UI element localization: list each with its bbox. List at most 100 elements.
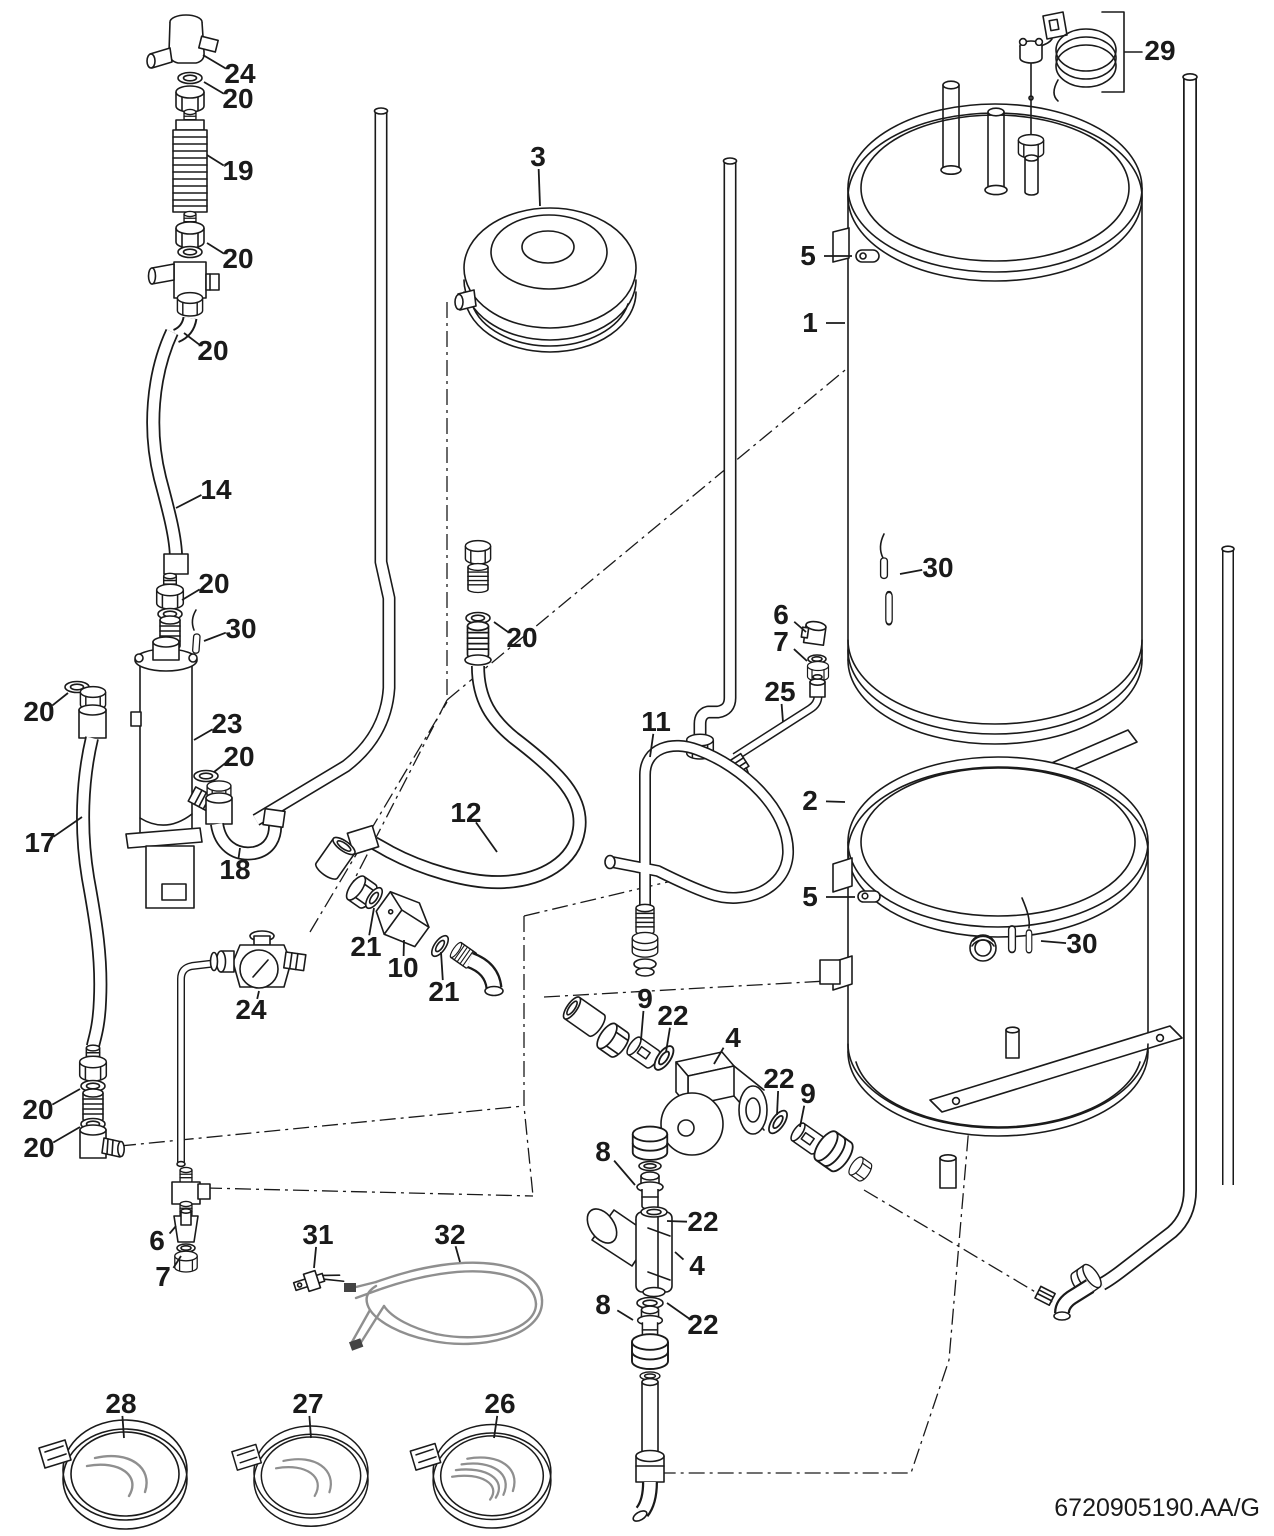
callout-19: 19 bbox=[222, 155, 254, 186]
callout-20: 20 bbox=[506, 622, 538, 653]
callout-30: 30 bbox=[1066, 928, 1098, 959]
pipe-right-long bbox=[1098, 73, 1198, 1291]
callout-4: 4 bbox=[689, 1250, 705, 1281]
callout-9: 9 bbox=[800, 1078, 816, 1109]
callout-21: 21 bbox=[428, 976, 460, 1007]
cable-coil-28 bbox=[38, 1419, 188, 1530]
pump-4-lower bbox=[586, 1206, 673, 1298]
callout-20: 20 bbox=[222, 83, 254, 114]
fitting-chain-20g bbox=[464, 539, 492, 666]
callout-6: 6 bbox=[773, 599, 789, 630]
callout-29: 29 bbox=[1144, 35, 1176, 66]
valve-10-body bbox=[375, 890, 430, 948]
callout-5: 5 bbox=[802, 881, 818, 912]
cable-32 bbox=[344, 1261, 544, 1351]
hose-18 bbox=[193, 769, 286, 861]
chain-under-17 bbox=[78, 1044, 126, 1159]
hose-25 bbox=[726, 673, 826, 781]
sensor-29 bbox=[1017, 11, 1143, 196]
document-code: 6720905190.AA/G bbox=[1054, 1494, 1260, 1522]
callout-6: 6 bbox=[149, 1225, 165, 1256]
callout-12: 12 bbox=[450, 797, 482, 828]
capillary-coil bbox=[1053, 28, 1117, 102]
valve-10-chain bbox=[312, 833, 504, 997]
tank2-sensor-pins-30 bbox=[1007, 897, 1033, 954]
valve-24a bbox=[146, 14, 219, 69]
callout-8: 8 bbox=[595, 1136, 611, 1167]
callout-20: 20 bbox=[197, 335, 229, 366]
callout-20: 20 bbox=[198, 568, 230, 599]
callout-22: 22 bbox=[763, 1063, 795, 1094]
callout-30: 30 bbox=[922, 552, 954, 583]
callout-20: 20 bbox=[23, 696, 55, 727]
heat-exchanger-23 bbox=[125, 609, 218, 909]
pump-chain-upper bbox=[559, 993, 875, 1184]
tee-valve-20 bbox=[147, 261, 220, 317]
callout-1: 1 bbox=[802, 307, 818, 338]
callout-24: 24 bbox=[224, 58, 256, 89]
callout-27: 27 bbox=[292, 1388, 324, 1419]
tank-1 bbox=[832, 80, 1143, 813]
callout-28: 28 bbox=[105, 1388, 137, 1419]
hose-14 bbox=[146, 329, 189, 575]
callout-7: 7 bbox=[773, 626, 789, 657]
tank1-sensor-pins-30 bbox=[879, 533, 894, 626]
callout-14: 14 bbox=[200, 474, 232, 505]
callout-7: 7 bbox=[155, 1261, 171, 1292]
pipe-left bbox=[252, 107, 396, 826]
callout-23: 23 bbox=[211, 708, 243, 739]
elbow-20 bbox=[79, 1124, 126, 1159]
callout-20: 20 bbox=[222, 243, 254, 274]
callout-21: 21 bbox=[350, 931, 382, 962]
callout-5: 5 bbox=[800, 240, 816, 271]
hose-12 bbox=[346, 665, 587, 890]
cable-coil-27 bbox=[231, 1425, 369, 1528]
tank2-nipple-5 bbox=[857, 890, 881, 903]
callout-26: 26 bbox=[484, 1388, 516, 1419]
callout-8: 8 bbox=[595, 1289, 611, 1320]
cable-coil-26 bbox=[409, 1423, 552, 1529]
sensor-pin-30a bbox=[191, 609, 201, 655]
valve-chain-topleft bbox=[146, 14, 220, 343]
flex-hose-19 bbox=[172, 119, 208, 213]
fitting-6b bbox=[173, 1208, 199, 1243]
bracket-29 bbox=[1101, 11, 1143, 93]
tank2-front-port bbox=[969, 934, 997, 962]
callout-18: 18 bbox=[219, 854, 251, 885]
callout-20: 20 bbox=[223, 741, 255, 772]
elbow-fitting-bottom-right bbox=[1034, 1260, 1106, 1321]
callout-31: 31 bbox=[302, 1219, 334, 1250]
hose-17 bbox=[64, 680, 108, 1048]
callout-22: 22 bbox=[657, 1000, 689, 1031]
expansion-vessel-3 bbox=[454, 207, 637, 353]
callout-22: 22 bbox=[687, 1206, 719, 1237]
callout-17: 17 bbox=[24, 827, 56, 858]
pump-chain-vertical bbox=[586, 1125, 673, 1522]
callout-9: 9 bbox=[637, 983, 653, 1014]
centerline-end-square bbox=[819, 959, 841, 985]
pump-4-upper bbox=[660, 1051, 768, 1156]
callout-10: 10 bbox=[387, 952, 419, 983]
valve-24b bbox=[176, 930, 307, 1168]
tank1-top-pipes bbox=[940, 80, 1008, 196]
tank2-base-plate bbox=[929, 1025, 1183, 1113]
loop-pipe-11 bbox=[604, 739, 795, 977]
tank1-left-stub bbox=[832, 227, 850, 263]
callout-25: 25 bbox=[764, 676, 796, 707]
pipe-right-short bbox=[1221, 545, 1235, 1185]
tank1-nipple-5 bbox=[855, 249, 880, 263]
callout-11: 11 bbox=[641, 706, 671, 737]
callout-2: 2 bbox=[802, 785, 818, 816]
tee-6-7-chain bbox=[171, 1166, 211, 1273]
callout-32: 32 bbox=[434, 1219, 466, 1250]
callout-22: 22 bbox=[687, 1309, 719, 1340]
callout-24: 24 bbox=[235, 994, 267, 1025]
callout-30: 30 bbox=[225, 613, 257, 644]
callout-3: 3 bbox=[530, 141, 546, 172]
callout-4: 4 bbox=[725, 1022, 741, 1053]
callout-20: 20 bbox=[22, 1094, 54, 1125]
callout-20: 20 bbox=[23, 1132, 55, 1163]
fitting-6-7-right bbox=[800, 620, 830, 682]
